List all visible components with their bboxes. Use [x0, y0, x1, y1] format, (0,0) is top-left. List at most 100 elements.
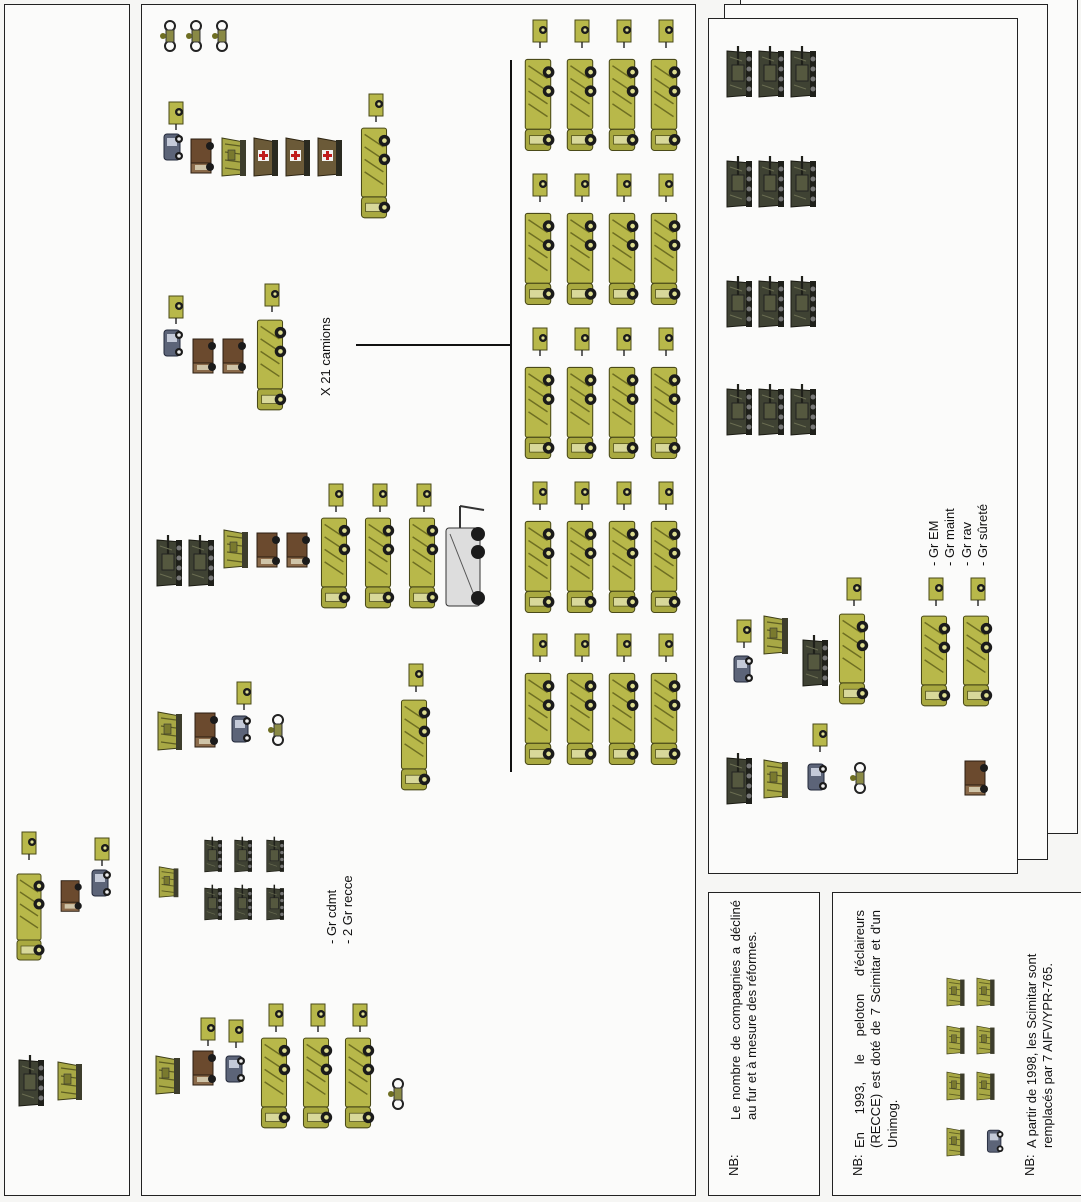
apc-icon	[154, 708, 184, 754]
tank-icon	[800, 634, 830, 692]
connector-horizontal	[356, 344, 512, 346]
tank-icon	[154, 534, 184, 592]
truck-icon	[256, 1000, 296, 1134]
apc-icon	[230, 836, 256, 876]
tank-icon	[724, 132, 754, 236]
truck-icon	[316, 482, 356, 612]
apc-icon	[974, 974, 996, 1010]
trailer-icon	[234, 680, 254, 710]
tank-icon	[756, 132, 786, 236]
jeep-icon	[804, 760, 830, 796]
trailer-icon	[226, 1018, 246, 1048]
truck-icon	[404, 482, 444, 612]
jeep-icon	[160, 130, 186, 166]
tank-icon	[788, 132, 818, 236]
apc-icon	[944, 1022, 966, 1058]
truck-icon	[520, 172, 560, 312]
truck-icon	[562, 326, 602, 466]
motorcycle-icon	[266, 714, 290, 746]
truck-icon	[646, 632, 686, 772]
apc-icon	[974, 1022, 996, 1058]
truck-icon	[834, 574, 874, 708]
tank-icon	[788, 22, 818, 126]
trailer-icon	[166, 100, 186, 130]
apc-icon	[218, 134, 248, 180]
note1-text: Le nombre de compagnies a décliné au fur…	[728, 900, 761, 1120]
jeep-icon	[730, 652, 756, 688]
tank-icon	[724, 752, 754, 810]
truck-icon	[916, 574, 956, 712]
tank-icon	[186, 534, 216, 592]
crane-icon	[440, 504, 490, 624]
apc-icon	[230, 884, 256, 924]
truck-icon	[962, 758, 990, 798]
apc-icon	[944, 1068, 966, 1104]
apc-icon	[262, 884, 288, 924]
right-panel	[708, 18, 1018, 874]
truck-icon	[562, 632, 602, 772]
group-label: - Gr rav	[959, 504, 975, 566]
truck-icon	[396, 660, 436, 796]
trailer-icon	[166, 294, 186, 324]
truck-icon	[520, 326, 560, 466]
connector-vertical	[510, 60, 512, 772]
truck-icon	[220, 336, 248, 376]
note1-label: NB:	[726, 1154, 742, 1176]
jeep-icon	[160, 326, 186, 362]
tank-icon	[788, 252, 818, 356]
truck-icon	[604, 172, 644, 312]
note2-text: En 1993, le peloton d'éclaireurs (RECCE)…	[852, 910, 901, 1148]
note-box-1	[708, 892, 820, 1196]
truck-icon	[190, 336, 218, 376]
trailer-icon	[734, 618, 754, 648]
group-label: - Gr maint	[942, 504, 958, 566]
tank-icon	[724, 22, 754, 126]
truck-icon	[604, 480, 644, 620]
apc-icon	[944, 1124, 966, 1160]
truck-icon	[646, 326, 686, 466]
jeep-icon	[228, 712, 254, 748]
truck-icon	[58, 878, 84, 914]
truck-icon	[520, 632, 560, 772]
tank-icon	[788, 360, 818, 464]
support-groups-label: - Gr EM - Gr maint - Gr rav - Gr sûreté	[926, 504, 991, 566]
left-panel	[4, 4, 130, 1196]
apc-icon	[262, 836, 288, 876]
note2-label: NB:	[850, 1154, 866, 1176]
truck-icon	[356, 92, 396, 222]
truck-icon	[646, 18, 686, 158]
group-label: - Gr EM	[926, 504, 942, 566]
truck-icon	[340, 1000, 380, 1134]
tank-icon	[756, 360, 786, 464]
truck-icon	[360, 482, 400, 612]
camions-label: X 21 camions	[318, 317, 334, 396]
group-label: - Gr cdmt	[324, 875, 340, 944]
apc-icon	[974, 1068, 996, 1104]
jeep-icon	[88, 866, 114, 902]
apc-icon	[760, 612, 790, 658]
truck-icon	[562, 18, 602, 158]
truck-icon	[646, 480, 686, 620]
apc-icon	[220, 526, 250, 572]
truck-icon	[562, 172, 602, 312]
truck-icon	[192, 710, 220, 750]
truck-icon	[12, 830, 46, 970]
jeep-icon	[222, 1052, 248, 1088]
motorcycle-icon	[848, 762, 872, 794]
truck-icon	[520, 18, 560, 158]
apc-icon	[944, 974, 966, 1010]
trailer-icon	[92, 836, 112, 866]
ambulance-icon	[314, 134, 344, 180]
tank-icon	[16, 1054, 46, 1112]
truck-icon	[284, 530, 312, 570]
tank-icon	[756, 252, 786, 356]
group-label: - Gr sûreté	[975, 504, 991, 566]
truck-icon	[604, 18, 644, 158]
truck-icon	[646, 172, 686, 312]
tank-icon	[156, 862, 180, 902]
truck-icon	[958, 574, 998, 712]
ambulance-icon	[250, 134, 280, 180]
truck-icon	[562, 480, 602, 620]
trailer-icon	[810, 722, 830, 752]
tank-icon	[724, 252, 754, 356]
